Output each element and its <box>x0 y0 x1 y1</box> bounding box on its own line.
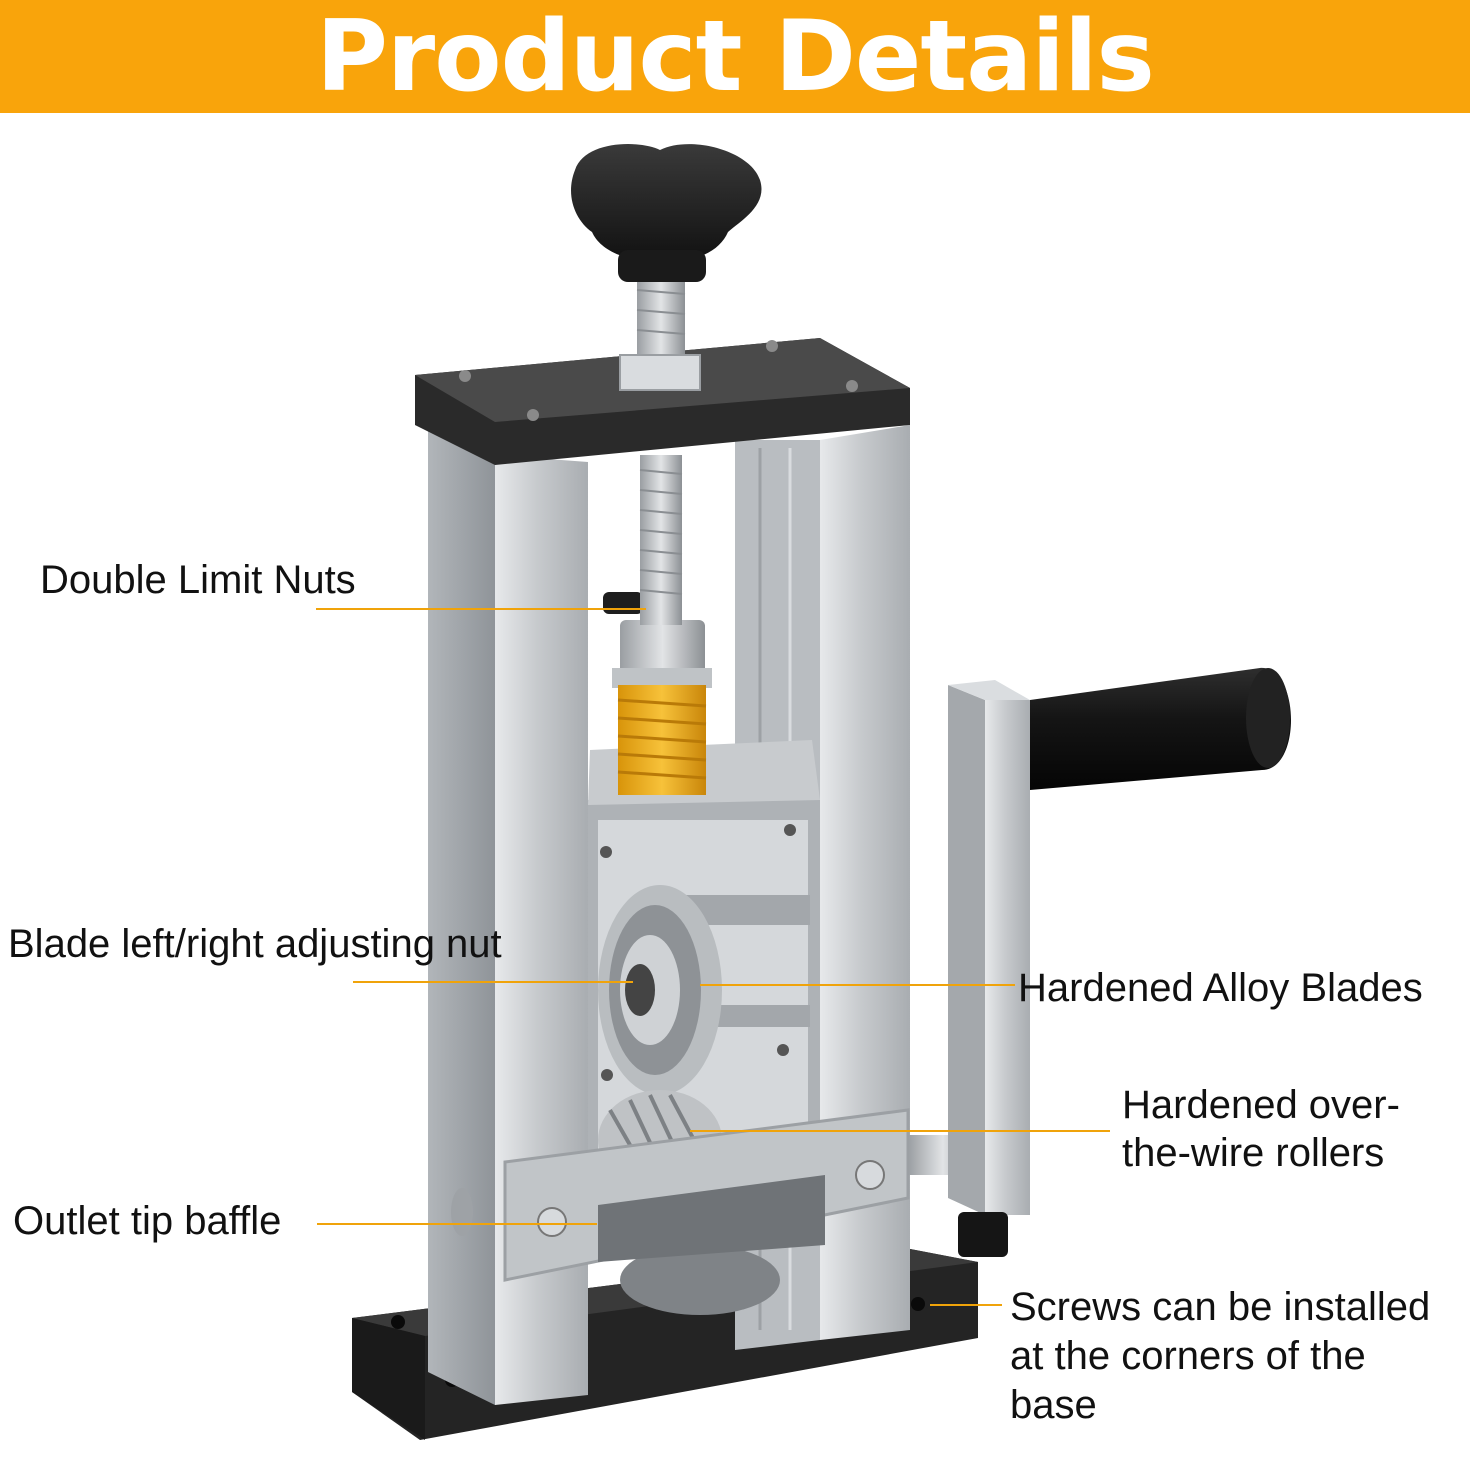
leader-hardened-alloy-blades <box>700 984 1015 986</box>
label-over-the-wire-rollers-line1: Hardened over- <box>1122 1083 1400 1127</box>
label-double-limit-nuts: Double Limit Nuts <box>40 558 356 602</box>
title-banner: Product Details <box>0 0 1470 113</box>
label-base-screws-line2: at the corners of the <box>1010 1334 1366 1378</box>
label-outlet-tip-baffle: Outlet tip baffle <box>13 1199 282 1243</box>
blade-wheel <box>598 885 722 1095</box>
star-knob <box>571 144 762 282</box>
label-over-the-wire-rollers-line2: the-wire rollers <box>1122 1131 1385 1175</box>
leader-double-limit-nuts <box>316 608 646 610</box>
leader-blade-adjusting-nut <box>353 981 633 983</box>
label-hardened-alloy-blades: Hardened Alloy Blades <box>1018 966 1423 1010</box>
label-blade-adjusting-nut: Blade left/right adjusting nut <box>8 922 502 966</box>
spring-assembly <box>603 592 712 795</box>
page-title: Product Details <box>316 0 1155 114</box>
crank-handle <box>908 667 1292 1257</box>
leader-over-the-wire-rollers <box>690 1130 1110 1132</box>
leader-outlet-tip-baffle <box>317 1223 597 1225</box>
leader-base-screws <box>930 1304 1002 1306</box>
label-base-screws-line3: base <box>1010 1383 1097 1427</box>
label-base-screws-line1: Screws can be installed <box>1010 1285 1431 1329</box>
outlet-baffle-plate <box>451 1108 910 1282</box>
